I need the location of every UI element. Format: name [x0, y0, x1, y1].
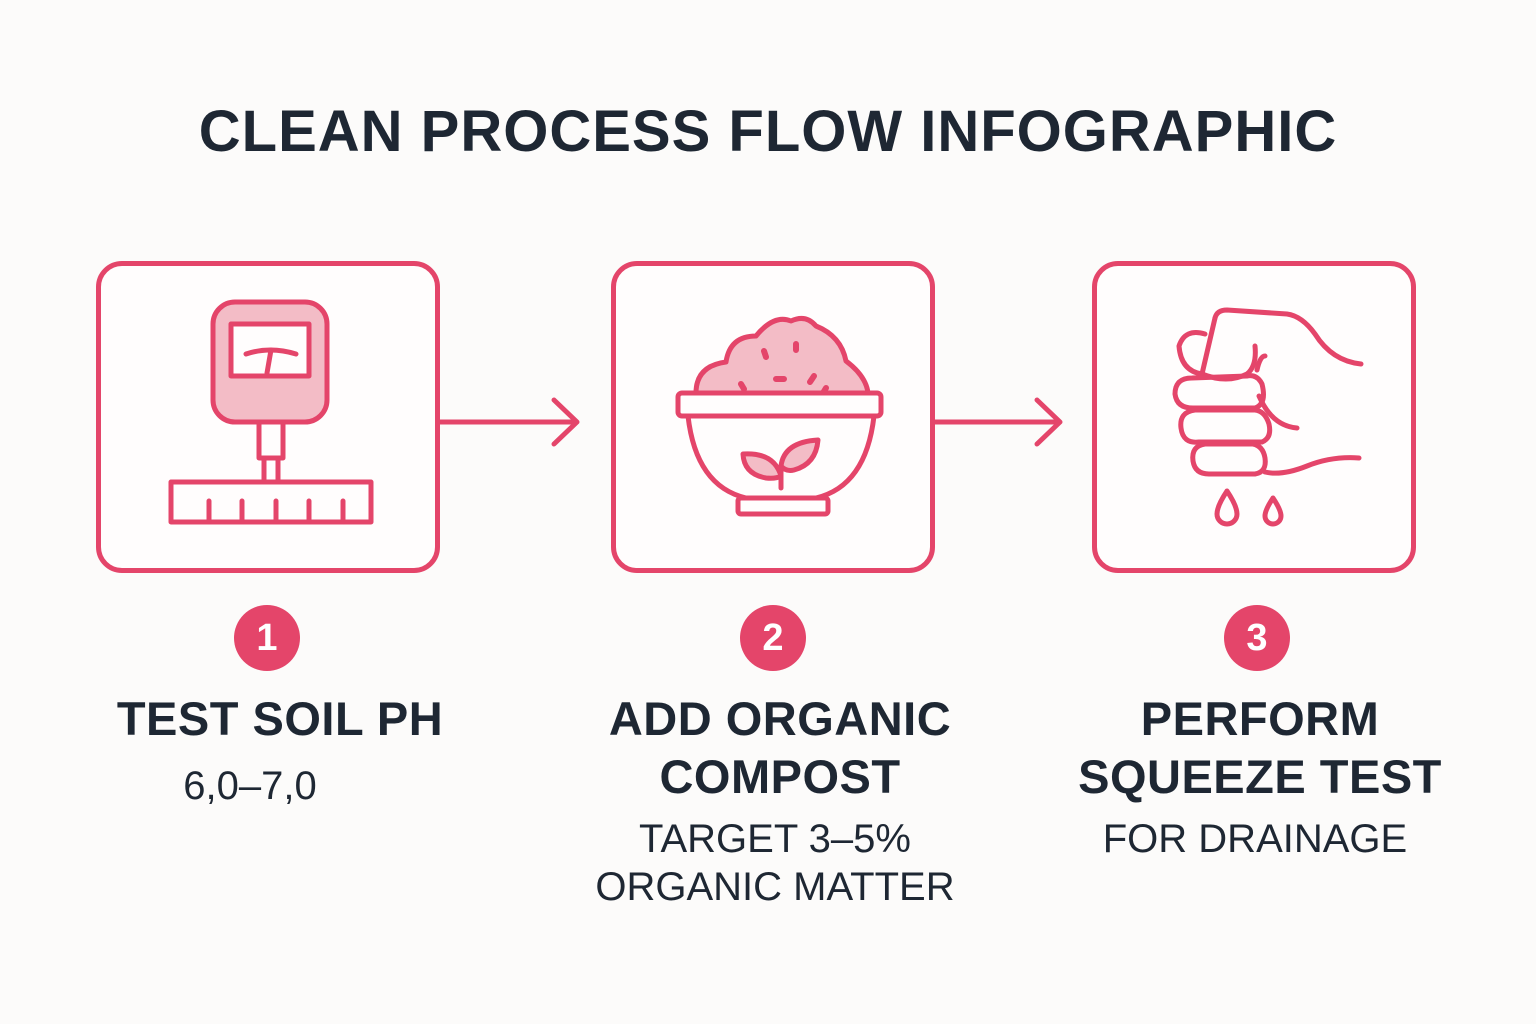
step-3-detail: FOR DRAINAGE: [1055, 815, 1455, 863]
step-1-icon-box: [96, 261, 440, 573]
step-3-heading-line: PERFORM: [1140, 692, 1380, 745]
step-2-heading: ADD ORGANIC COMPOST: [580, 690, 980, 806]
step-1-detail-line: 6,0–7,0: [183, 764, 317, 808]
squeezing-fist-icon: [1172, 307, 1364, 527]
step-1-heading: TEST SOIL PH: [80, 690, 480, 748]
step-3-icon-box: [1092, 261, 1416, 573]
step-2-detail-line: ORGANIC MATTER: [595, 865, 955, 909]
step-2-icon-box: [611, 261, 935, 573]
step-3-detail-line: FOR DRAINAGE: [1102, 817, 1408, 861]
step-3-heading: PERFORM SQUEEZE TEST: [1060, 690, 1460, 806]
compost-bowl-icon: [675, 315, 884, 517]
soil-ph-meter-icon: [168, 299, 374, 525]
step-2-detail: TARGET 3–5% ORGANIC MATTER: [575, 815, 975, 911]
step-2-detail-line: TARGET 3–5%: [639, 817, 911, 861]
arrow-right-icon: [440, 397, 580, 447]
infographic-title: CLEAN PROCESS FLOW INFOGRAPHIC: [198, 99, 1338, 164]
step-2-heading-line: COMPOST: [659, 750, 901, 803]
step-1-number-badge: 1: [234, 605, 300, 671]
step-1-detail: 6,0–7,0: [80, 762, 420, 810]
step-3-number-badge: 3: [1224, 605, 1290, 671]
step-3-heading-line: SQUEEZE TEST: [1078, 750, 1442, 803]
arrow-right-icon: [935, 397, 1063, 447]
step-2-number-badge: 2: [740, 605, 806, 671]
step-1-heading-line: TEST SOIL PH: [116, 692, 444, 745]
step-2-heading-line: ADD ORGANIC: [608, 692, 952, 745]
